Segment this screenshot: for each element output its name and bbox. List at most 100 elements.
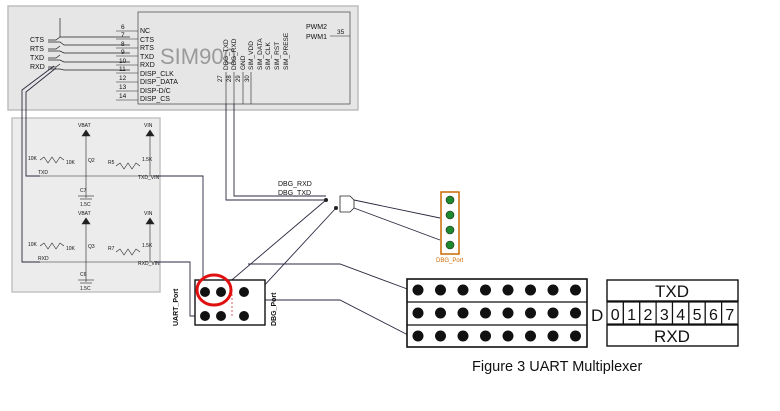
mux-pin bbox=[502, 307, 514, 319]
top-pin-name: DBG_RXD bbox=[231, 38, 238, 70]
legend-digit: 3 bbox=[660, 307, 669, 324]
pwm1-label: PWM1 bbox=[306, 34, 327, 41]
top-pin-numbers: 27 28 29 30 bbox=[218, 75, 251, 82]
highlight-circle bbox=[195, 273, 233, 307]
mux-pin bbox=[435, 284, 446, 296]
sim-pin-names: NC CTS RTS TXD RXD DISP_CLK DISP_DATA DI… bbox=[140, 28, 178, 103]
mux-pin bbox=[457, 330, 469, 342]
dbg-port-pin bbox=[445, 210, 455, 220]
upper-r-a: 10K bbox=[28, 156, 38, 162]
pin-name: DISP_CLK bbox=[140, 71, 174, 78]
mux-pin bbox=[547, 330, 559, 342]
mux-header[interactable] bbox=[406, 278, 588, 348]
mux-pin bbox=[525, 307, 536, 319]
legend-digit: 2 bbox=[643, 307, 652, 324]
vbat-label: VBAT bbox=[78, 123, 91, 129]
pin-number: 12 bbox=[119, 75, 127, 82]
pin-number: 9 bbox=[121, 49, 125, 56]
uart-header-pin bbox=[200, 311, 210, 321]
top-pin-name: SIM_PRESE bbox=[283, 32, 290, 70]
uart-header-pin bbox=[200, 287, 210, 297]
pwm-pin-number: 35 bbox=[337, 29, 345, 36]
dbg-port-header[interactable] bbox=[440, 191, 460, 255]
upper-c-val: 1.5C bbox=[80, 202, 91, 208]
pin-name: CTS bbox=[140, 37, 154, 44]
dbg-port-label-2: DBG_Port bbox=[271, 292, 278, 326]
vin-label: VIN bbox=[144, 123, 153, 129]
mux-pin bbox=[457, 307, 469, 319]
legend-digit: 7 bbox=[725, 307, 734, 324]
level-shifter-lower bbox=[39, 217, 155, 284]
legend-rxd-box bbox=[606, 324, 739, 347]
top-pin-names: DBG_TXD DBG_RXD GND SIM_VDD SIM_DATA SIM… bbox=[223, 32, 290, 70]
dbg-port-pin bbox=[445, 240, 455, 250]
pin-number: 8 bbox=[121, 41, 125, 48]
mux-pin bbox=[570, 330, 581, 342]
sim900-chip-label: SIM900 bbox=[160, 44, 236, 69]
legend-digit: 4 bbox=[676, 307, 685, 324]
sim-pin-stubs bbox=[116, 30, 138, 101]
pin-number: 10 bbox=[119, 58, 127, 65]
sim900-panel bbox=[7, 5, 359, 111]
mux-pin bbox=[570, 307, 581, 319]
pin-name: NC bbox=[140, 28, 150, 35]
dbg-port-body bbox=[440, 191, 460, 255]
mux-pin bbox=[480, 307, 491, 319]
uart-header-pin bbox=[216, 287, 226, 297]
signal-txd: TXD bbox=[30, 55, 44, 62]
mux-pin bbox=[412, 330, 424, 342]
dbg-port-pin bbox=[445, 225, 455, 235]
legend-digit: 1 bbox=[627, 307, 636, 324]
uart-port-label: UART_Port bbox=[173, 288, 180, 326]
pin-name: RXD bbox=[140, 62, 155, 69]
lower-q: Q3 bbox=[88, 244, 95, 250]
pin-name: RTS bbox=[140, 45, 154, 52]
dbg-net-splitter bbox=[339, 195, 355, 213]
legend-txd-box bbox=[606, 279, 739, 302]
mux-pin bbox=[570, 284, 581, 296]
junction-dot bbox=[334, 206, 338, 210]
lower-net-left: RXD bbox=[38, 256, 49, 262]
uart-header-pin bbox=[239, 311, 249, 321]
top-pin-number: 27 bbox=[218, 75, 224, 82]
level-shifter-upper bbox=[39, 129, 155, 200]
lower-net-right: RXD_VIN bbox=[138, 261, 160, 267]
mux-pin bbox=[502, 284, 514, 296]
top-pin-number: 29 bbox=[236, 75, 242, 82]
mux-pin bbox=[547, 307, 559, 319]
mux-pin bbox=[480, 284, 491, 296]
lower-r-b: 10K bbox=[66, 246, 76, 252]
uart-header-pin bbox=[239, 287, 249, 297]
sim900-chip-body bbox=[137, 11, 351, 105]
mux-header-body bbox=[406, 278, 588, 348]
signal-rts: RTS bbox=[30, 46, 44, 53]
lower-c-val: 1.5C bbox=[80, 286, 91, 292]
vin-label-lower: VIN bbox=[144, 211, 153, 217]
lower-r-a: 10K bbox=[28, 242, 38, 248]
left-signal-wires bbox=[48, 18, 130, 71]
legend-rxd-label: RXD bbox=[654, 327, 690, 346]
mux-pin bbox=[412, 307, 424, 319]
upper-r-d: 1.5K bbox=[142, 157, 153, 163]
signal-cts: CTS bbox=[30, 37, 44, 44]
legend-txd-label: TXD bbox=[655, 282, 689, 301]
dbg-port-pin bbox=[445, 195, 455, 205]
top-pin-name: SIM_RST bbox=[274, 42, 281, 70]
dbg-net-rxd-label: DBG_RXD bbox=[278, 181, 312, 188]
upper-q: Q2 bbox=[88, 158, 95, 164]
mux-pin bbox=[502, 330, 514, 342]
upper-r-b: 10K bbox=[66, 160, 76, 166]
pin-number: 7 bbox=[121, 32, 125, 39]
vbat-label-lower: VBAT bbox=[78, 211, 91, 217]
mux-pin bbox=[480, 330, 491, 342]
top-pin-name: SIM_VDD bbox=[248, 41, 255, 70]
pwm2-label: PWM2 bbox=[306, 24, 327, 31]
upper-c: C7 bbox=[80, 188, 87, 194]
dbg-net-txd-label: DBG_TXD bbox=[278, 190, 311, 197]
mux-pin bbox=[435, 307, 446, 319]
upper-net-left: TXD bbox=[38, 170, 48, 176]
pin-name: DISP-D/C bbox=[140, 88, 171, 95]
pin-number: 13 bbox=[119, 84, 127, 91]
